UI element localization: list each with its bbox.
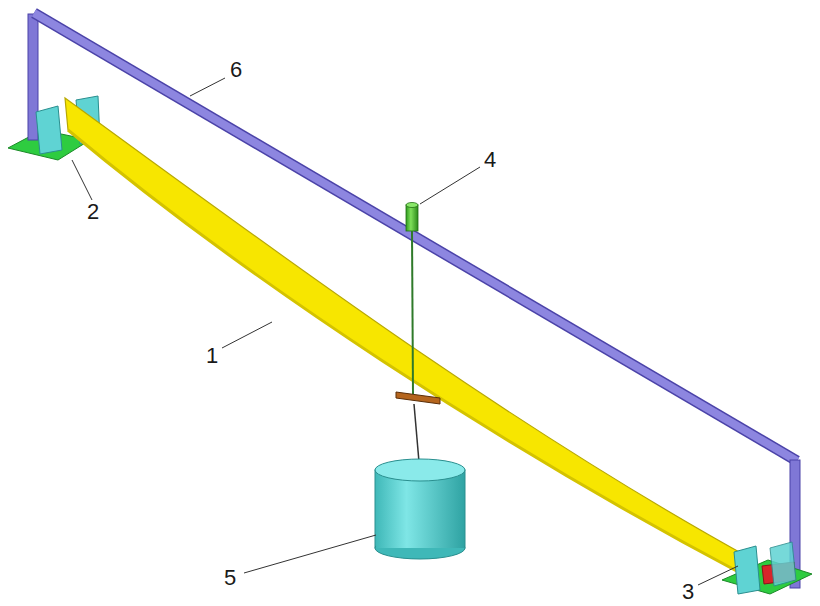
callout-number: 4 — [484, 149, 496, 171]
leader-lines — [72, 78, 738, 585]
callout-number: 1 — [206, 345, 218, 367]
callout-number: 6 — [230, 59, 242, 81]
callout-number: 2 — [87, 201, 99, 223]
callout-number: 3 — [682, 581, 694, 603]
right-support — [722, 542, 812, 594]
callout-number: 5 — [224, 567, 236, 589]
load-assembly — [375, 203, 465, 560]
beam — [65, 98, 750, 576]
frame — [34, 13, 800, 588]
